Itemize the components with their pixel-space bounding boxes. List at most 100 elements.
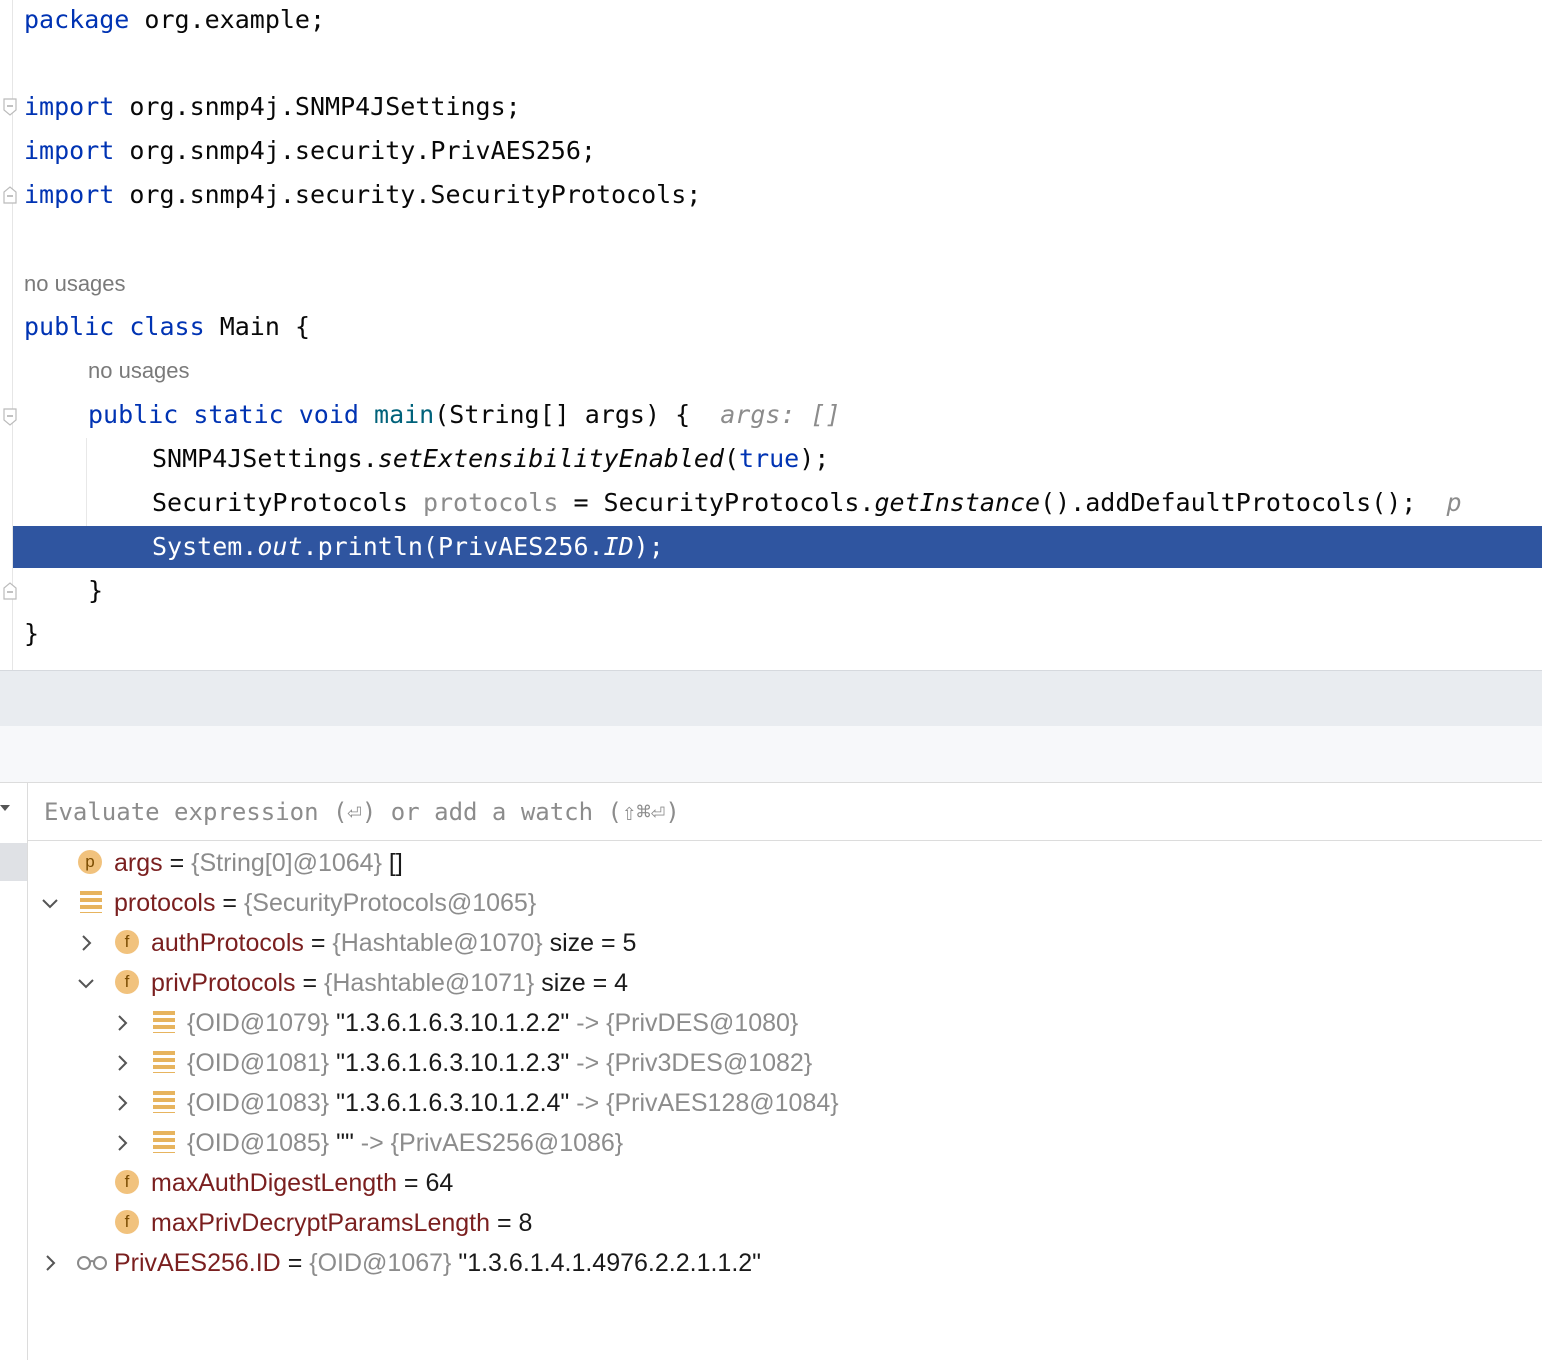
selected-frame-marker[interactable] bbox=[0, 843, 27, 881]
entry-value-type: {PrivDES@1080} bbox=[606, 1009, 799, 1037]
type-ref: SecurityProtocols bbox=[152, 488, 423, 517]
fold-start-icon[interactable] bbox=[3, 98, 17, 116]
code-line-class[interactable]: public class Main { bbox=[24, 305, 310, 349]
keyword: package bbox=[24, 5, 130, 34]
brace: } bbox=[88, 576, 104, 605]
entry-key-type: {OID@1085} bbox=[187, 1129, 330, 1157]
map-entry-row[interactable]: {OID@1079} "1.3.6.1.6.3.10.1.2.2" -> {Pr… bbox=[153, 1003, 798, 1043]
keyword: public bbox=[88, 400, 179, 429]
map-entry-row[interactable]: {OID@1081} "1.3.6.1.6.3.10.1.2.3" -> {Pr… bbox=[153, 1043, 812, 1083]
object-icon bbox=[80, 891, 102, 914]
map-entry-row[interactable]: {OID@1083} "1.3.6.1.6.3.10.1.2.4" -> {Pr… bbox=[153, 1083, 839, 1123]
field-icon: f bbox=[115, 970, 139, 995]
chevron-right-icon[interactable] bbox=[110, 1011, 134, 1035]
chevron-right-icon[interactable] bbox=[110, 1051, 134, 1075]
map-entry-row[interactable]: {OID@1085} "" -> {PrivAES256@1086} bbox=[153, 1123, 623, 1163]
code-line-brace[interactable]: } bbox=[24, 612, 39, 656]
variable-name: maxAuthDigestLength bbox=[151, 1169, 397, 1197]
chevron-right-icon[interactable] bbox=[110, 1091, 134, 1115]
code-line-statement[interactable]: SNMP4JSettings.setExtensibilityEnabled(t… bbox=[152, 437, 829, 481]
watch-expression: PrivAES256.ID bbox=[114, 1249, 281, 1277]
paren: ); bbox=[633, 532, 664, 561]
field-icon: f bbox=[115, 1170, 139, 1195]
variable-value: size = 5 bbox=[542, 929, 637, 957]
field-icon: f bbox=[115, 930, 139, 955]
parameter-icon: p bbox=[78, 850, 102, 875]
code-line-statement: System.out.println(PrivAES256.ID); bbox=[152, 525, 664, 569]
inline-value-hint: p bbox=[1446, 488, 1462, 517]
entry-value-type: {PrivAES256@1086} bbox=[390, 1129, 624, 1157]
variable-value: 64 bbox=[425, 1169, 454, 1197]
equals: = bbox=[280, 1249, 310, 1277]
chevron-right-icon[interactable] bbox=[38, 1251, 62, 1275]
entry-arrow: -> bbox=[353, 1129, 391, 1157]
chevron-right-icon[interactable] bbox=[74, 931, 98, 955]
variable-row[interactable]: protocols = {SecurityProtocols@1065} bbox=[80, 883, 536, 923]
code-line-import[interactable]: import org.snmp4j.SNMP4JSettings; bbox=[24, 85, 521, 129]
fold-start-icon[interactable] bbox=[3, 408, 17, 426]
inline-value-hint: args: [] bbox=[720, 400, 841, 429]
paren: ); bbox=[799, 444, 830, 473]
code-line-method[interactable]: public static void main(String[] args) {… bbox=[88, 393, 841, 437]
frames-rail bbox=[0, 783, 28, 1360]
execution-point-line[interactable]: System.out.println(PrivAES256.ID); bbox=[13, 526, 1542, 568]
entry-arrow: -> bbox=[569, 1009, 607, 1037]
variable-type: {Hashtable@1070} bbox=[332, 929, 543, 957]
entry-key-type: {OID@1081} bbox=[187, 1049, 330, 1077]
variable-type: {OID@1067} bbox=[309, 1249, 452, 1277]
code-line-statement[interactable]: SecurityProtocols protocols = SecurityPr… bbox=[152, 481, 1462, 525]
code-line-import[interactable]: import org.snmp4j.security.SecurityProto… bbox=[24, 173, 701, 217]
entry-arrow: -> bbox=[569, 1049, 607, 1077]
panel-splitter[interactable] bbox=[0, 670, 1542, 727]
indent-guide bbox=[86, 438, 87, 568]
entry-key-value: "1.3.6.1.6.3.10.1.2.3" bbox=[329, 1049, 570, 1077]
chevron-right-icon[interactable] bbox=[110, 1131, 134, 1155]
import-path: org.snmp4j.security.PrivAES256; bbox=[114, 136, 596, 165]
keyword: public bbox=[24, 312, 115, 341]
evaluate-expression-input[interactable] bbox=[28, 783, 1542, 841]
keyword: static bbox=[193, 400, 284, 429]
variable-value: size = 4 bbox=[534, 969, 629, 997]
chevron-down-icon[interactable] bbox=[38, 891, 62, 915]
fold-end-icon[interactable] bbox=[3, 186, 17, 204]
code-line-import[interactable]: import org.snmp4j.security.PrivAES256; bbox=[24, 129, 596, 173]
usages-hint[interactable]: no usages bbox=[24, 271, 126, 296]
keyword: true bbox=[739, 444, 800, 473]
variable-type: {String[0]@1064} bbox=[191, 849, 382, 877]
usages-hint[interactable]: no usages bbox=[88, 358, 190, 383]
entry-key-value: "" bbox=[329, 1129, 354, 1157]
variable-name: authProtocols bbox=[151, 929, 304, 957]
entry-value-type: {Priv3DES@1082} bbox=[606, 1049, 813, 1077]
variable-name: maxPrivDecryptParamsLength bbox=[151, 1209, 491, 1237]
dropdown-arrow-icon[interactable] bbox=[0, 805, 10, 811]
static-field: ID bbox=[603, 532, 634, 561]
code-line-brace[interactable]: } bbox=[88, 569, 103, 613]
brace: } bbox=[24, 619, 40, 648]
debugger-toolbar bbox=[0, 726, 1542, 783]
local-variable: protocols bbox=[422, 488, 559, 517]
variable-type: {SecurityProtocols@1065} bbox=[243, 889, 537, 917]
code-editor[interactable]: package org.example; import org.snmp4j.S… bbox=[0, 0, 1542, 670]
map-entry-icon bbox=[153, 1091, 175, 1114]
watch-glasses-icon bbox=[77, 1256, 107, 1271]
variable-value: [] bbox=[381, 849, 403, 877]
entry-key-type: {OID@1083} bbox=[187, 1089, 330, 1117]
code-line-package[interactable]: package org.example; bbox=[24, 0, 325, 42]
chevron-down-icon[interactable] bbox=[74, 971, 98, 995]
static-method: getInstance bbox=[874, 488, 1041, 517]
watch-row[interactable]: PrivAES256.ID = {OID@1067} "1.3.6.1.4.1.… bbox=[76, 1243, 761, 1283]
fold-end-icon[interactable] bbox=[3, 582, 17, 600]
variable-value: "1.3.6.1.4.1.4976.2.2.1.1.2" bbox=[451, 1249, 762, 1277]
method-name: main bbox=[374, 400, 435, 429]
entry-key-value: "1.3.6.1.6.3.10.1.2.4" bbox=[329, 1089, 570, 1117]
variable-type: {Hashtable@1071} bbox=[324, 969, 535, 997]
entry-key-type: {OID@1079} bbox=[187, 1009, 330, 1037]
paren: ( bbox=[723, 444, 740, 473]
equals: = bbox=[162, 849, 192, 877]
